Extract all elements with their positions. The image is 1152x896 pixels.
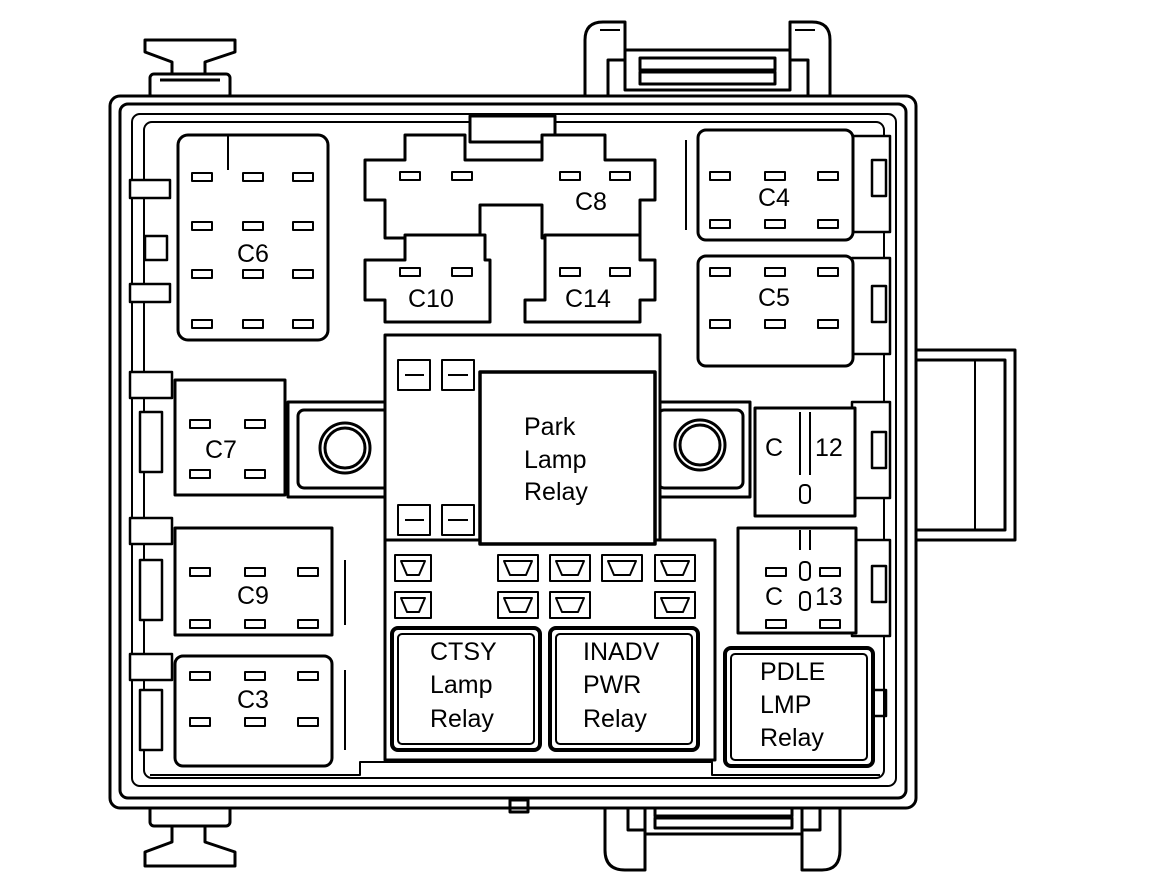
label-c12-right: 12 xyxy=(815,434,843,462)
relay-inadv-line3: Relay xyxy=(583,705,647,733)
stud-right xyxy=(648,400,752,499)
relay-inadv-pwr[interactable]: INADV PWR Relay xyxy=(548,626,700,752)
connector-c7[interactable]: C7 xyxy=(173,378,287,497)
connector-c12[interactable]: C 12 xyxy=(753,406,857,518)
relay-ctsy-line1: CTSY xyxy=(430,638,497,666)
mini-fuses xyxy=(394,554,696,619)
relay-pdle-line1: PDLE xyxy=(760,658,825,686)
label-c14: C14 xyxy=(565,285,611,313)
label-c10: C10 xyxy=(408,285,454,313)
relay-park-lamp[interactable]: Park Lamp Relay xyxy=(478,370,657,546)
inner-ledge xyxy=(150,761,880,776)
label-c9: C9 xyxy=(237,582,269,610)
label-c4: C4 xyxy=(758,184,790,212)
connector-c13[interactable]: C 13 xyxy=(736,526,858,635)
relay-inadv-line2: PWR xyxy=(583,671,641,699)
label-c3: C3 xyxy=(237,686,269,714)
label-c6: C6 xyxy=(237,240,269,268)
relay-ctsy-line3: Relay xyxy=(430,705,494,733)
left-clips xyxy=(128,178,174,752)
relay-park-line1: Park xyxy=(524,413,576,441)
relay-ctsy-line2: Lamp xyxy=(430,671,493,699)
relay-ctsy-lamp[interactable]: CTSY Lamp Relay xyxy=(390,626,542,752)
side-connector-right xyxy=(905,348,1017,542)
connector-c8[interactable]: C8 xyxy=(363,133,657,240)
label-c13-right: 13 xyxy=(815,583,843,611)
label-c5: C5 xyxy=(758,284,790,312)
latch-top xyxy=(583,20,832,100)
relay-pdle-lmp[interactable]: PDLE LMP Relay xyxy=(723,646,875,768)
mount-tab-top-left xyxy=(143,38,237,100)
connector-c9[interactable]: C9 xyxy=(173,526,346,637)
relay-park-line2: Lamp xyxy=(524,446,587,474)
relay-pdle-line3: Relay xyxy=(760,724,824,752)
relay-park-line3: Relay xyxy=(524,478,588,506)
label-c13-left: C xyxy=(765,583,783,611)
connector-c10[interactable]: C10 xyxy=(363,233,492,324)
connector-c6[interactable]: C6 xyxy=(176,133,330,342)
label-c7: C7 xyxy=(205,436,237,464)
connector-c4[interactable]: C4 xyxy=(685,128,855,242)
relay-inadv-line1: INADV xyxy=(583,638,660,666)
connector-c3[interactable]: C3 xyxy=(173,654,346,768)
right-clips xyxy=(850,134,892,718)
connector-c14[interactable]: C14 xyxy=(523,233,657,324)
connector-c5[interactable]: C5 xyxy=(696,254,855,368)
label-c8: C8 xyxy=(575,188,607,216)
label-c12-left: C xyxy=(765,434,783,462)
relay-pdle-line2: LMP xyxy=(760,691,811,719)
